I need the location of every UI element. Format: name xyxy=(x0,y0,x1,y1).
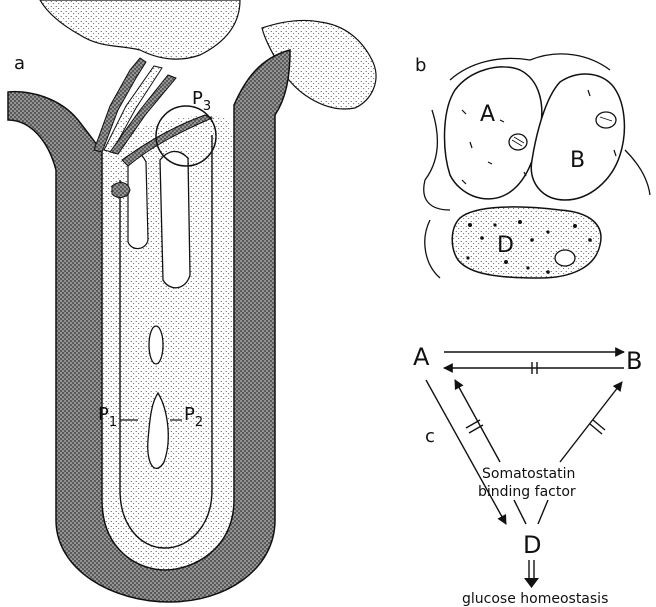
cell-a-outline xyxy=(445,67,542,199)
node-d-label: D xyxy=(523,531,541,559)
cell-a-nucleus xyxy=(509,134,527,150)
block-mark-factor-b xyxy=(590,420,605,434)
block-mark-factor-a xyxy=(466,420,483,433)
cell-b-outline xyxy=(531,74,624,200)
cell-b-nucleus xyxy=(596,112,616,128)
cell-d-nucleus xyxy=(555,250,575,266)
central-lumen xyxy=(160,151,190,287)
panel-c-label: c xyxy=(425,426,435,447)
panel-b-label: b xyxy=(415,55,426,76)
arrow-d-to-glucose xyxy=(524,560,539,588)
node-b-label: B xyxy=(626,347,642,375)
membrane-line-bottom xyxy=(425,220,440,278)
factor-label-line1: Somatostatin xyxy=(482,466,575,482)
panel-a-label: a xyxy=(14,53,25,74)
lumen-strand-left xyxy=(128,153,148,249)
upper-tissue-left xyxy=(40,0,240,59)
panel-c-interaction-diagram: A B D c Somatostatin binding factor xyxy=(413,343,642,607)
line-factor-to-d-left xyxy=(514,500,526,524)
lumen-oval-upper xyxy=(149,326,163,364)
panel-a-duodenal-crypt-drawing: a P1 P2 P3 xyxy=(8,0,376,602)
factor-label-line2: binding factor xyxy=(478,484,576,500)
membrane-line-right xyxy=(625,150,650,195)
cell-b-label: B xyxy=(570,148,585,173)
outcome-label: glucose homeostasis xyxy=(462,591,608,607)
cell-a-label: A xyxy=(480,102,495,127)
cell-d-label: D xyxy=(497,233,514,258)
panel-b-islet-cells-drawing: b A B D xyxy=(415,54,650,278)
arrow-factor-to-b xyxy=(560,382,622,462)
node-a-label: A xyxy=(413,343,430,371)
small-cell-left xyxy=(112,183,130,198)
line-factor-to-d-right xyxy=(538,500,548,524)
